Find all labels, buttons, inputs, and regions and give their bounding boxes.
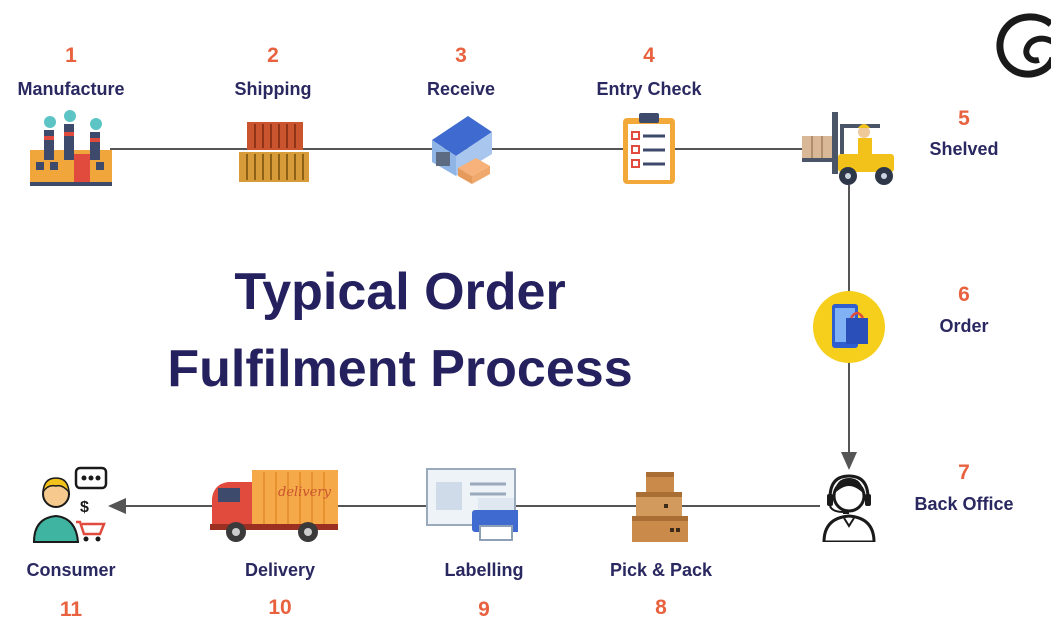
step-5-number: 5 <box>958 107 970 130</box>
svg-text:$: $ <box>80 499 89 516</box>
shipping-container-icon <box>239 122 309 182</box>
step-11-number: 11 <box>59 598 83 621</box>
headset-operator-icon <box>822 474 876 542</box>
step-2-number: 2 <box>267 44 279 67</box>
step-8-number: 8 <box>655 596 667 619</box>
step-3-number: 3 <box>455 44 467 67</box>
step-3-label: Receive <box>426 79 496 99</box>
warehouse-icon <box>432 116 492 184</box>
step-11-label: Consumer <box>26 560 116 580</box>
step-9-label: Labelling <box>444 560 524 580</box>
factory-icon <box>30 110 112 186</box>
step-7-label: Back Office <box>914 494 1014 514</box>
step-5-label: Shelved <box>929 139 999 159</box>
truck-delivery-text: delivery <box>278 485 332 500</box>
stacked-boxes-icon <box>632 472 688 542</box>
label-printer-icon <box>426 468 518 541</box>
brand-logo-icon <box>996 13 1051 78</box>
step-1-label: Manufacture <box>17 79 125 99</box>
step-1-number: 1 <box>65 44 77 67</box>
page-title-line2: Fulfilment Process <box>167 340 633 398</box>
step-7-number: 7 <box>958 461 970 484</box>
step-6-label: Order <box>939 316 989 336</box>
delivery-truck-icon: delivery <box>210 470 338 542</box>
consumer-chat-icon: $ <box>32 466 108 543</box>
step-10-label: Delivery <box>244 560 316 580</box>
step-4-number: 4 <box>643 44 655 67</box>
step-2-label: Shipping <box>234 79 312 99</box>
step-8-label: Pick & Pack <box>609 560 713 580</box>
mobile-shopping-icon <box>813 291 885 363</box>
step-10-number: 10 <box>268 596 292 619</box>
page-title-line1: Typical Order <box>234 263 566 321</box>
step-6-number: 6 <box>958 283 970 306</box>
step-4-label: Entry Check <box>596 79 702 99</box>
forklift-icon <box>802 112 894 185</box>
step-9-number: 9 <box>478 598 490 621</box>
clipboard-checklist-icon <box>623 113 675 184</box>
